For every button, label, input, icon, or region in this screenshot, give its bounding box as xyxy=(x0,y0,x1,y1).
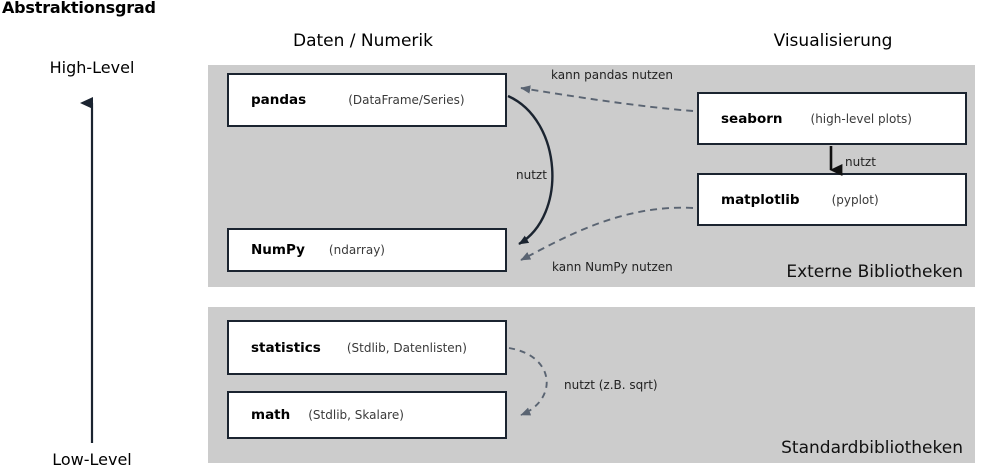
node-pandas[interactable]: pandas (DataFrame/Series) xyxy=(227,73,507,127)
axis-label-low: Low-Level xyxy=(52,450,132,469)
column-header-visualization: Visualisierung xyxy=(773,31,893,51)
node-math-name: math xyxy=(251,407,291,423)
node-statistics-name: statistics xyxy=(251,339,321,356)
node-seaborn[interactable]: seaborn (high-level plots) xyxy=(697,92,967,145)
node-math[interactable]: math (Stdlib, Skalare) xyxy=(227,391,507,439)
node-pandas-name: pandas xyxy=(251,92,307,108)
node-statistics[interactable]: statistics (Stdlib, Datenlisten) xyxy=(227,320,507,375)
node-seaborn-note: (high-level plots) xyxy=(810,111,912,126)
node-matplotlib-note: (pyplot) xyxy=(831,192,879,207)
node-matplotlib[interactable]: matplotlib (pyplot) xyxy=(697,173,967,226)
group-caption-external: Externe Bibliotheken xyxy=(786,262,963,282)
node-numpy-note: (ndarray) xyxy=(328,243,385,257)
edge-label-nutzt-sqrt: nutzt (z.B. sqrt) xyxy=(564,378,658,392)
node-statistics-note: (Stdlib, Datenlisten) xyxy=(346,340,467,355)
page-title: Abstraktionsgrad xyxy=(2,0,156,17)
node-numpy[interactable]: NumPy (ndarray) xyxy=(227,228,507,272)
edge-label-kann-pandas-nutzen: kann pandas nutzen xyxy=(551,68,673,82)
node-matplotlib-name: matplotlib xyxy=(721,191,800,208)
node-pandas-note: (DataFrame/Series) xyxy=(348,93,465,107)
node-numpy-name: NumPy xyxy=(251,242,305,258)
edge-label-nutzt-pandas-numpy: nutzt xyxy=(516,168,547,182)
group-caption-stdlib: Standardbibliotheken xyxy=(781,438,963,458)
edge-label-nutzt-seaborn-matplotlib: nutzt xyxy=(845,155,876,169)
node-math-note: (Stdlib, Skalare) xyxy=(308,408,404,422)
column-header-data: Daten / Numerik xyxy=(292,31,433,51)
node-seaborn-name: seaborn xyxy=(721,110,783,127)
axis-label-high: High-Level xyxy=(49,58,135,77)
edge-label-kann-numpy-nutzen: kann NumPy nutzen xyxy=(552,260,673,274)
